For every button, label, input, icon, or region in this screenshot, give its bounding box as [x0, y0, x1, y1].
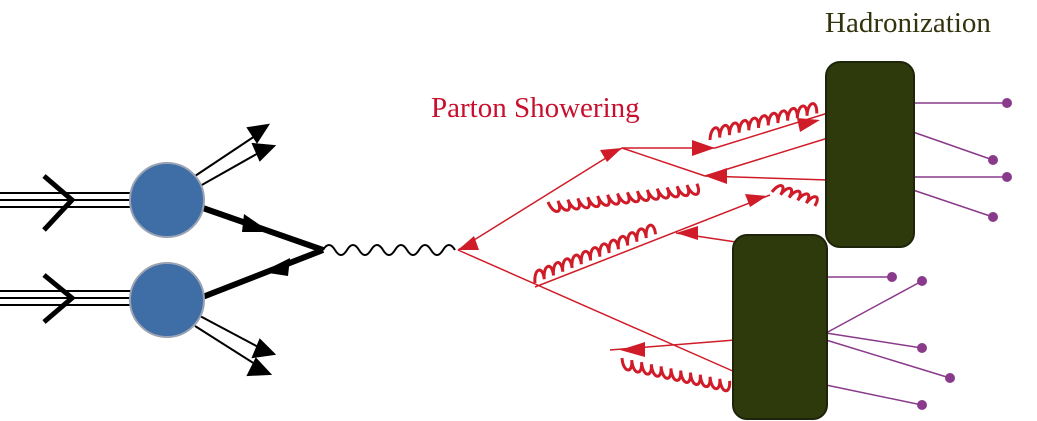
hadron-dots-bottom: [887, 272, 955, 410]
hadronization-box-top: [825, 61, 915, 248]
remnant-arrows-bottom: [194, 315, 277, 377]
gluon-curl-2: [546, 183, 701, 213]
proton-top: [129, 162, 205, 238]
shower-arrowheads: [458, 118, 820, 357]
exchange-boson-wavy-line: [322, 244, 456, 256]
remnant-arrows-top: [194, 123, 277, 187]
hard-parton-arrow-bottom: [262, 258, 290, 276]
gluon-curl-4: [533, 223, 658, 284]
parton-showering-label: Parton Showering: [431, 92, 640, 124]
gluon-curl-5: [620, 357, 732, 393]
gluon-curl-3: [770, 184, 819, 207]
hadronization-label: Hadronization: [825, 7, 991, 39]
hadron-lines-bottom: [825, 276, 951, 406]
incoming-beam-bottom: [0, 273, 132, 324]
hadron-lines-top: [912, 102, 1007, 218]
proton-bottom: [129, 262, 205, 338]
hadron-dots-top: [988, 98, 1012, 222]
hard-parton-arrow-top: [242, 214, 270, 232]
incoming-beam-top: [0, 174, 132, 232]
hadronization-box-bottom: [732, 234, 828, 420]
gluon-curl-1: [708, 102, 819, 141]
hard-parton-lines: [198, 204, 325, 301]
